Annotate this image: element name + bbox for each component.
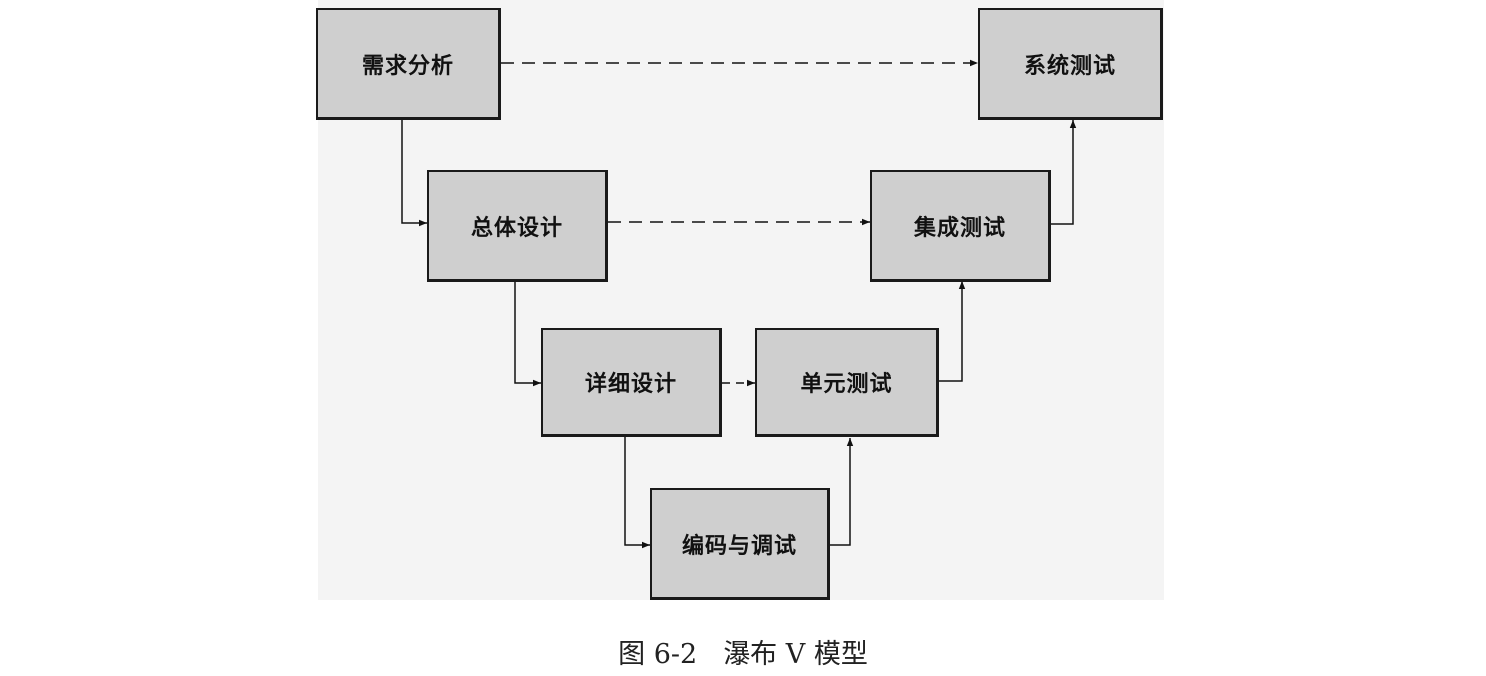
flow-arrow-requirements-to-overall [401, 120, 427, 227]
flow-arrow-detailed-to-coding [624, 437, 650, 549]
figure-number: 图 6-2 [618, 639, 698, 670]
stage-unit-test: 单元测试 [755, 328, 939, 437]
flow-arrow-unit-to-integration [939, 281, 966, 382]
stage-requirements-analysis: 需求分析 [316, 8, 501, 120]
flow-arrow-integration-to-system [1051, 120, 1077, 225]
figure-caption: 图 6-2 瀑布 V 模型 [0, 632, 1486, 671]
stage-integration-test: 集成测试 [870, 170, 1051, 282]
stage-system-test: 系统测试 [978, 8, 1163, 120]
stage-overall-design: 总体设计 [427, 170, 608, 282]
stage-detailed-design: 详细设计 [541, 328, 722, 437]
flow-arrow-overall-to-detailed [514, 282, 541, 387]
stage-coding-debugging: 编码与调试 [650, 488, 830, 600]
figure-title: 瀑布 V 模型 [723, 639, 868, 670]
flow-arrow-coding-to-unit [830, 438, 854, 546]
